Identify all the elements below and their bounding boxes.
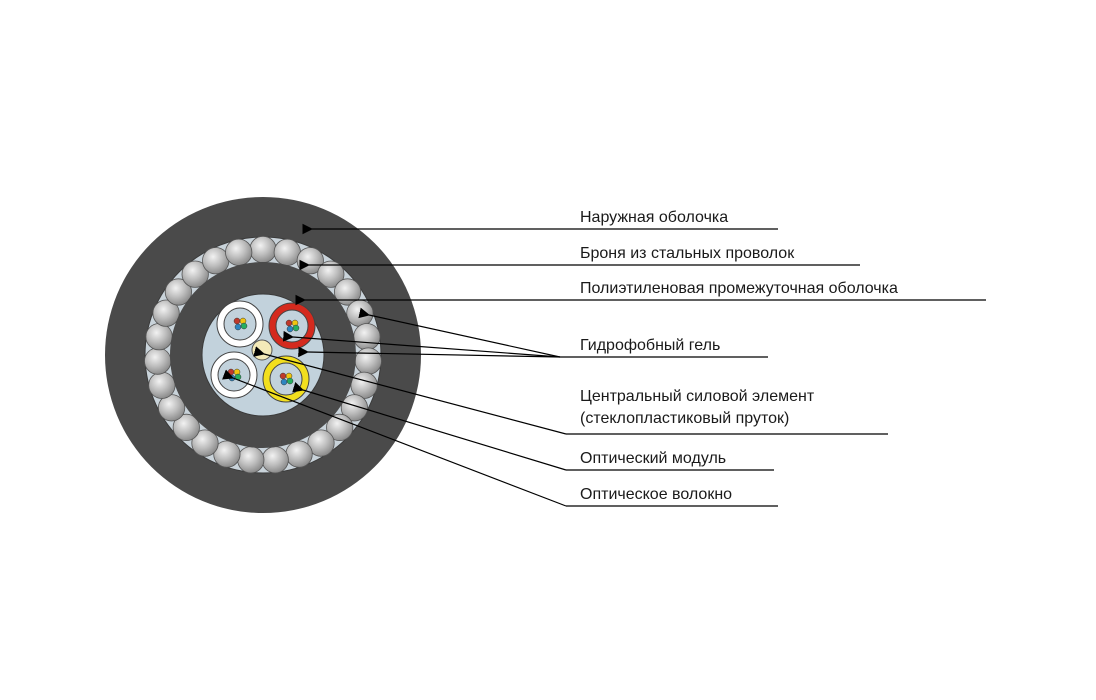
- module-gel: [217, 358, 251, 392]
- steel-wire: [317, 260, 345, 288]
- steel-wire: [152, 299, 180, 327]
- steel-wire: [353, 323, 381, 351]
- optical-fiber: [286, 325, 294, 333]
- steel-wire-armor: [144, 235, 382, 474]
- leader-line: [282, 330, 561, 358]
- steel-wire: [213, 440, 241, 468]
- module-bottom-right: [262, 355, 310, 403]
- module-bottom-left: [210, 351, 258, 399]
- optical-fiber: [233, 317, 241, 325]
- label-hydrophobic-gel: Гидрофобный гель: [580, 337, 720, 354]
- leader-line: [221, 369, 567, 507]
- label-central-strength-member: Центральный силовой элемент: [580, 388, 815, 405]
- optical-fiber: [280, 378, 288, 386]
- leader-lines: [221, 223, 986, 507]
- steel-wire: [181, 260, 209, 288]
- steel-wire: [333, 278, 362, 306]
- module-gel: [269, 362, 303, 396]
- steel-wire: [145, 323, 173, 351]
- optical-fiber: [285, 319, 293, 327]
- steel-wire: [144, 347, 172, 375]
- label-central-strength-member: (стеклопластиковый пруток): [580, 410, 789, 427]
- optical-fiber: [234, 323, 242, 331]
- steel-wire: [237, 446, 265, 474]
- optical-fiber: [227, 368, 235, 376]
- optical-fiber: [240, 322, 248, 330]
- module-gel: [223, 307, 257, 341]
- label-polyethylene-inner-sheath: Полиэтиленовая промежуточная оболочка: [580, 280, 898, 297]
- steel-wire: [307, 429, 335, 457]
- leader-line: [298, 346, 561, 358]
- leader-line: [358, 307, 561, 358]
- optical-fiber: [292, 324, 300, 332]
- module-top-right: [268, 302, 316, 350]
- central-strength-member: [251, 339, 273, 361]
- steel-wire: [191, 429, 219, 457]
- steel-wire: [225, 238, 253, 266]
- steel-wire: [354, 347, 382, 375]
- module-top-left: [216, 300, 264, 348]
- steel-wire: [148, 371, 176, 399]
- optical-modules: [210, 300, 316, 403]
- steel-wire: [202, 247, 230, 275]
- label-optical-fiber: Оптическое волокно: [580, 486, 732, 503]
- optical-fiber: [279, 372, 287, 380]
- leader-line: [292, 382, 567, 471]
- steel-wire: [340, 394, 368, 422]
- steel-wire: [273, 238, 301, 266]
- label-optical-module: Оптический модуль: [580, 450, 726, 467]
- leader-line: [253, 346, 567, 435]
- steel-wire: [172, 413, 200, 441]
- label-outer-sheath: Наружная оболочка: [580, 209, 728, 226]
- steel-wire: [249, 235, 277, 264]
- steel-wire: [326, 413, 354, 441]
- optical-fiber: [286, 377, 294, 385]
- steel-wire: [164, 278, 192, 306]
- steel-wire: [261, 446, 289, 474]
- steel-wire: [346, 299, 374, 327]
- label-steel-wire-armor: Броня из стальных проволок: [580, 245, 795, 262]
- steel-wire: [285, 440, 313, 468]
